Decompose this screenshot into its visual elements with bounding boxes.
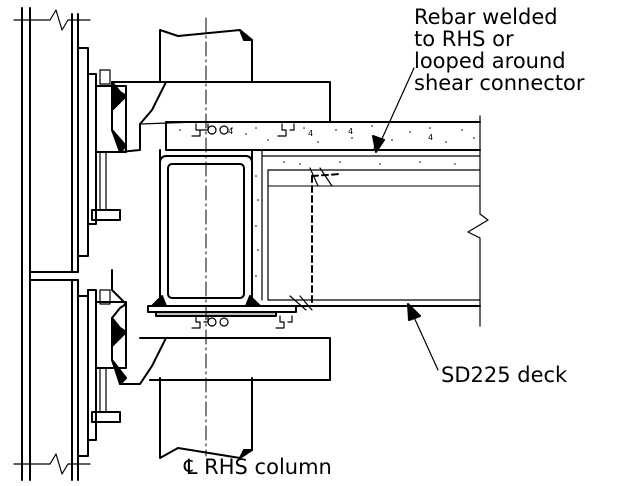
rebar-note-line-3: looped around — [414, 49, 566, 73]
lower-precast-beam — [111, 269, 331, 385]
svg-text:4: 4 — [228, 127, 233, 136]
rhs-column-outline — [159, 29, 253, 459]
panel-backing-plates — [77, 47, 89, 457]
rebar-note-line-4: shear connector — [414, 71, 585, 95]
svg-text:4: 4 — [308, 129, 313, 138]
deck-leader — [407, 303, 439, 371]
centerline-symbol: ℄ — [184, 455, 198, 479]
rebar-note-line-2: to RHS or — [414, 27, 514, 51]
rebar-note-line-1: Rebar welded — [414, 5, 558, 29]
upper-shear-connectors — [191, 123, 295, 137]
svg-text:4: 4 — [348, 127, 353, 136]
rebar-dashed — [289, 167, 341, 311]
upper-precast-beam — [111, 81, 331, 153]
rebar-note: Rebar welded to RHS or looped around she… — [414, 6, 585, 94]
column-label: ℄ RHS column — [184, 456, 332, 478]
svg-text:4: 4 — [428, 133, 433, 142]
deck-label: SD225 deck — [441, 363, 568, 387]
lower-wall-clip — [87, 289, 127, 441]
column-base-plate — [147, 295, 297, 317]
column-label-text: RHS column — [204, 455, 332, 479]
rebar-leader — [372, 67, 415, 153]
concrete-topping-slab: 4 4 4 4 4 — [165, 121, 481, 301]
lower-shear-connectors — [191, 315, 293, 329]
slab-break-line — [467, 115, 489, 327]
